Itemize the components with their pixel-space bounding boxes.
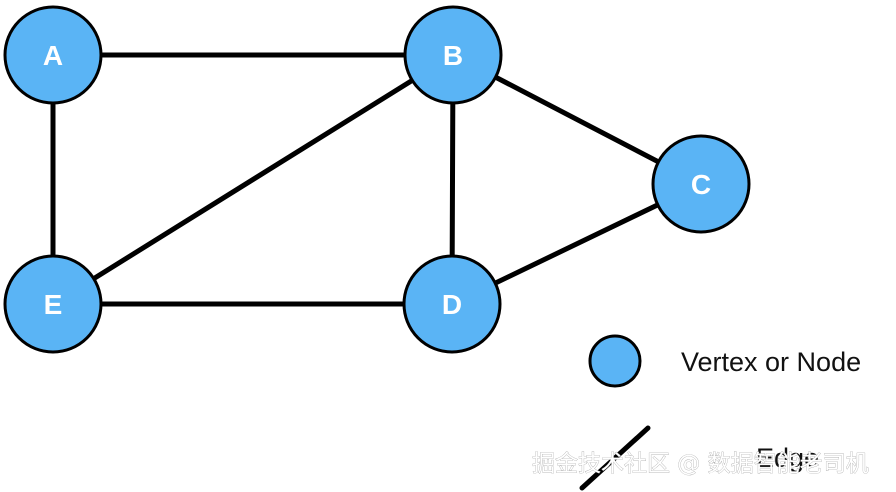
node-circle-d — [402, 254, 502, 354]
legend-vertex-symbol — [588, 334, 642, 388]
edges — [50, 52, 704, 307]
nodes: A B C D E — [3, 5, 751, 354]
node-circle-e — [3, 254, 103, 354]
legend: Vertex or Node Edge — [579, 334, 861, 491]
node-c: C — [651, 134, 751, 234]
node-label-b: B — [443, 40, 463, 71]
node-circle-b — [403, 5, 503, 105]
node-label-d: D — [442, 289, 462, 320]
watermark: 掘金技术社区 @ 数据智能老司机 — [532, 451, 869, 477]
node-a: A — [3, 5, 103, 105]
node-label-c: C — [691, 169, 711, 200]
legend-edge-label: Edge — [756, 443, 819, 473]
legend-edge-symbol — [579, 425, 651, 491]
edge-e-b — [50, 52, 456, 307]
node-circle-a — [3, 5, 103, 105]
node-label-a: A — [43, 40, 63, 71]
node-e: E — [3, 254, 103, 354]
node-circle-c — [651, 134, 751, 234]
node-b: B — [403, 5, 503, 105]
node-label-e: E — [44, 289, 63, 320]
node-d: D — [402, 254, 502, 354]
legend-vertex-label: Vertex or Node — [681, 347, 861, 377]
